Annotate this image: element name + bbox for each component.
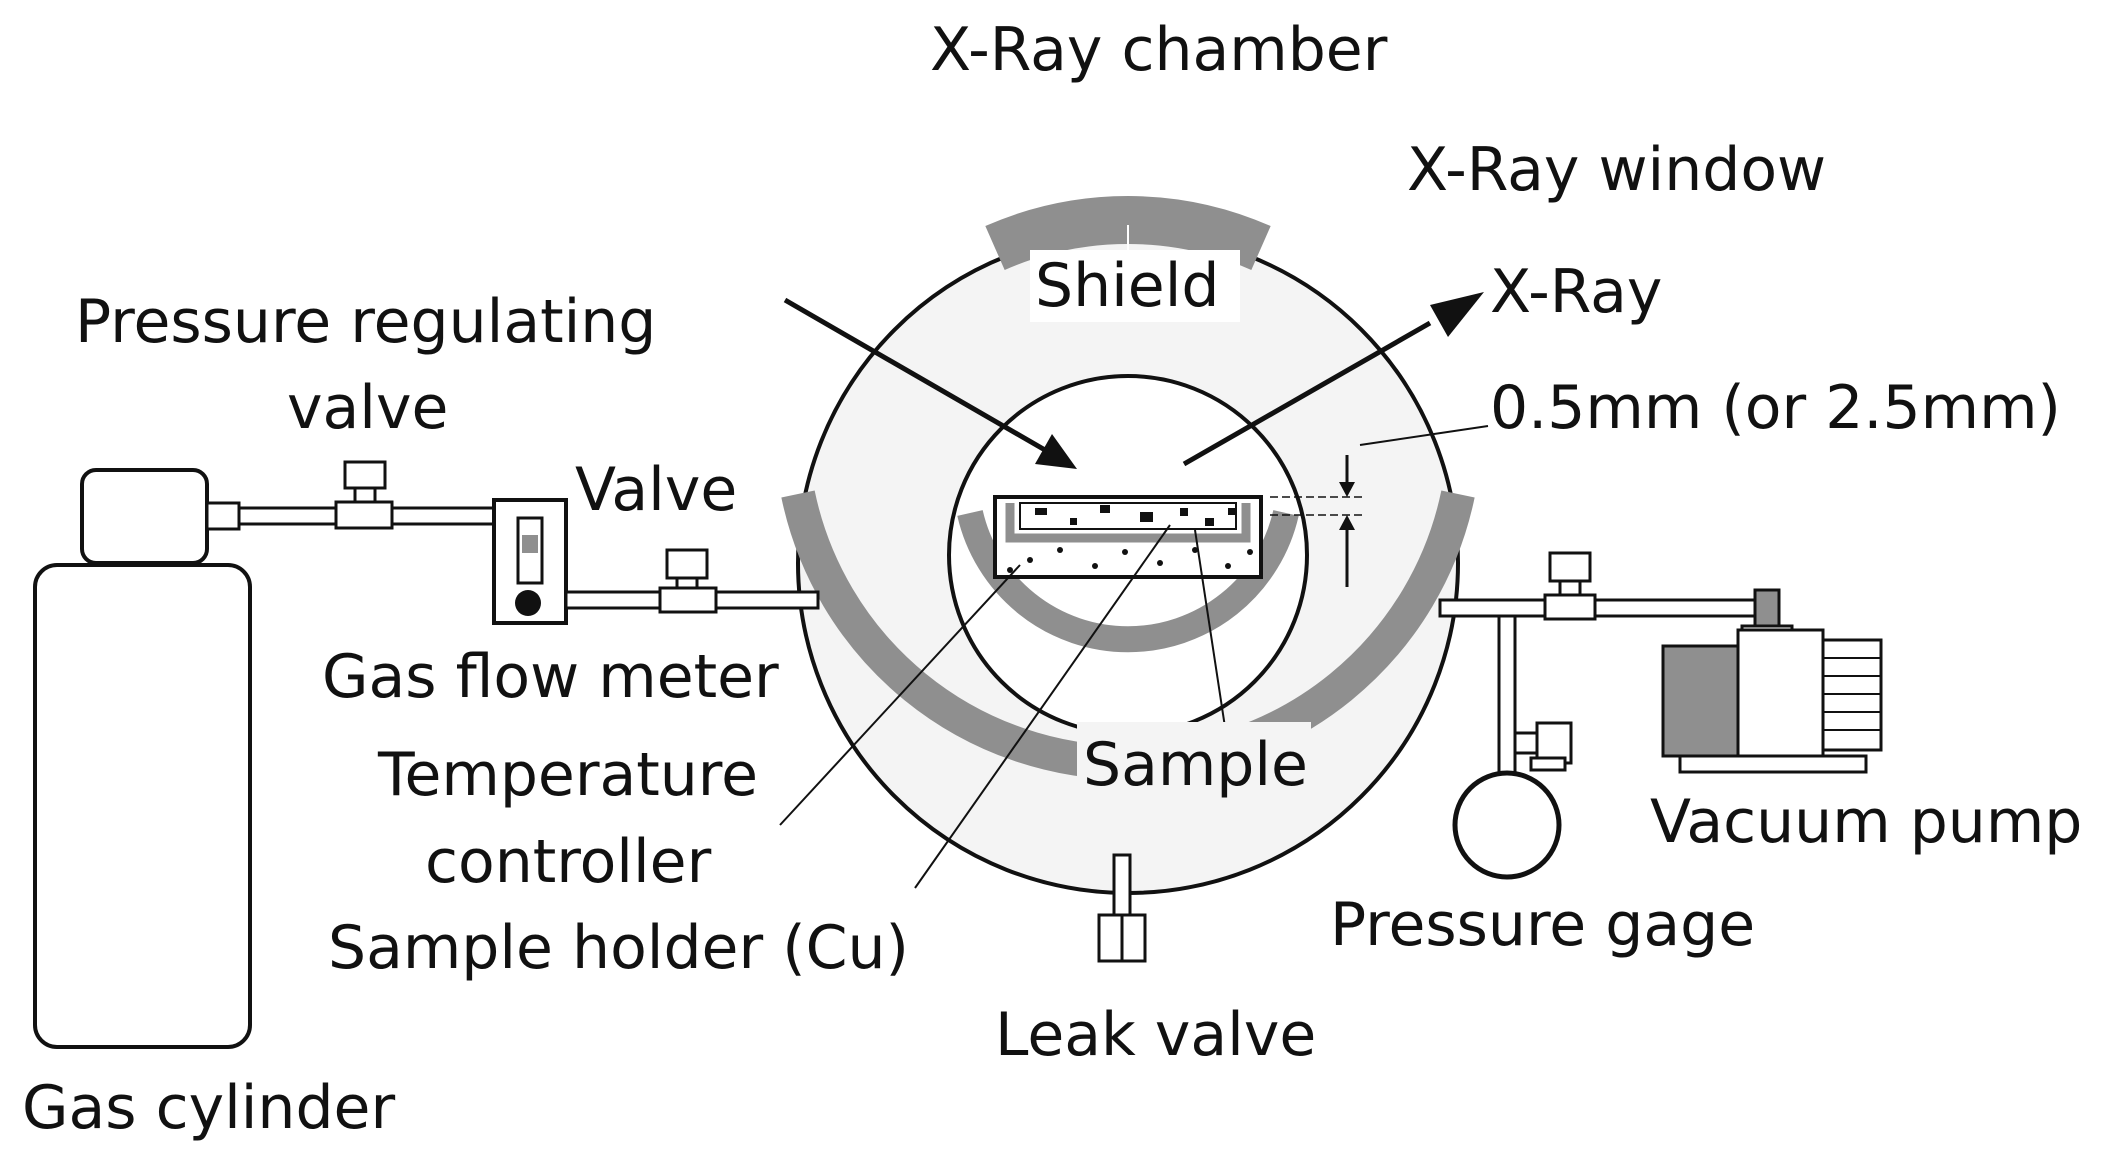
label-sample-holder: Sample holder (Cu): [328, 913, 909, 983]
label-temperature-controller-line2: controller: [425, 827, 712, 897]
label-xray-window: X-Ray window: [1407, 135, 1826, 205]
sample-layer: [1019, 502, 1237, 530]
gas-cylinder-top: [80, 468, 209, 565]
label-gas-flow-meter: Gas flow meter: [322, 642, 779, 712]
vacuum-valve: [1543, 551, 1597, 621]
gas-cylinder-outlet: [205, 501, 241, 531]
inlet-valve: [658, 548, 718, 614]
label-leak-valve: Leak valve: [995, 1000, 1316, 1070]
gas-flow-meter: [492, 498, 568, 625]
label-pressure-regulating-valve-line2: valve: [287, 373, 448, 443]
vacuum-pump-motor: [1661, 644, 1740, 758]
gas-flow-meter-knob: [515, 590, 541, 616]
leak-valve: [1097, 853, 1147, 963]
xray-window: [985, 196, 1271, 271]
outgoing-xray-arrow: [1182, 292, 1484, 467]
pressure-gage: [1452, 770, 1562, 880]
gap-dimension: [1270, 425, 1489, 587]
incoming-xray-arrow: [783, 297, 1077, 469]
leader-lines: [779, 524, 1231, 889]
label-sample: Sample: [1083, 730, 1308, 800]
label-valve: Valve: [575, 455, 737, 525]
label-xray-chamber: X-Ray chamber: [930, 15, 1388, 85]
label-gas-cylinder: Gas cylinder: [22, 1073, 395, 1143]
gas-cylinder: [33, 468, 252, 1049]
vacuum-pump-body: [1736, 628, 1825, 758]
label-pressure-gage: Pressure gage: [1330, 890, 1755, 960]
label-vacuum-pump: Vacuum pump: [1650, 787, 2082, 857]
vacuum-pump: [1661, 588, 1883, 774]
label-temperature-controller-line1: Temperature: [377, 740, 758, 810]
label-pressure-regulating-valve-line1: Pressure regulating: [75, 287, 656, 357]
label-gap: 0.5mm (or 2.5mm): [1490, 373, 2061, 443]
vacuum-line: [1438, 598, 1757, 618]
sample-holder-assembly: [993, 495, 1263, 579]
label-xray: X-Ray: [1490, 257, 1662, 327]
label-shield: Shield: [1035, 251, 1219, 321]
pressure-regulating-valve: [334, 460, 394, 530]
gas-cylinder-body: [33, 563, 252, 1049]
pressure-gage-assembly: [1452, 614, 1573, 880]
sample-holder-cu: [1005, 503, 1251, 543]
